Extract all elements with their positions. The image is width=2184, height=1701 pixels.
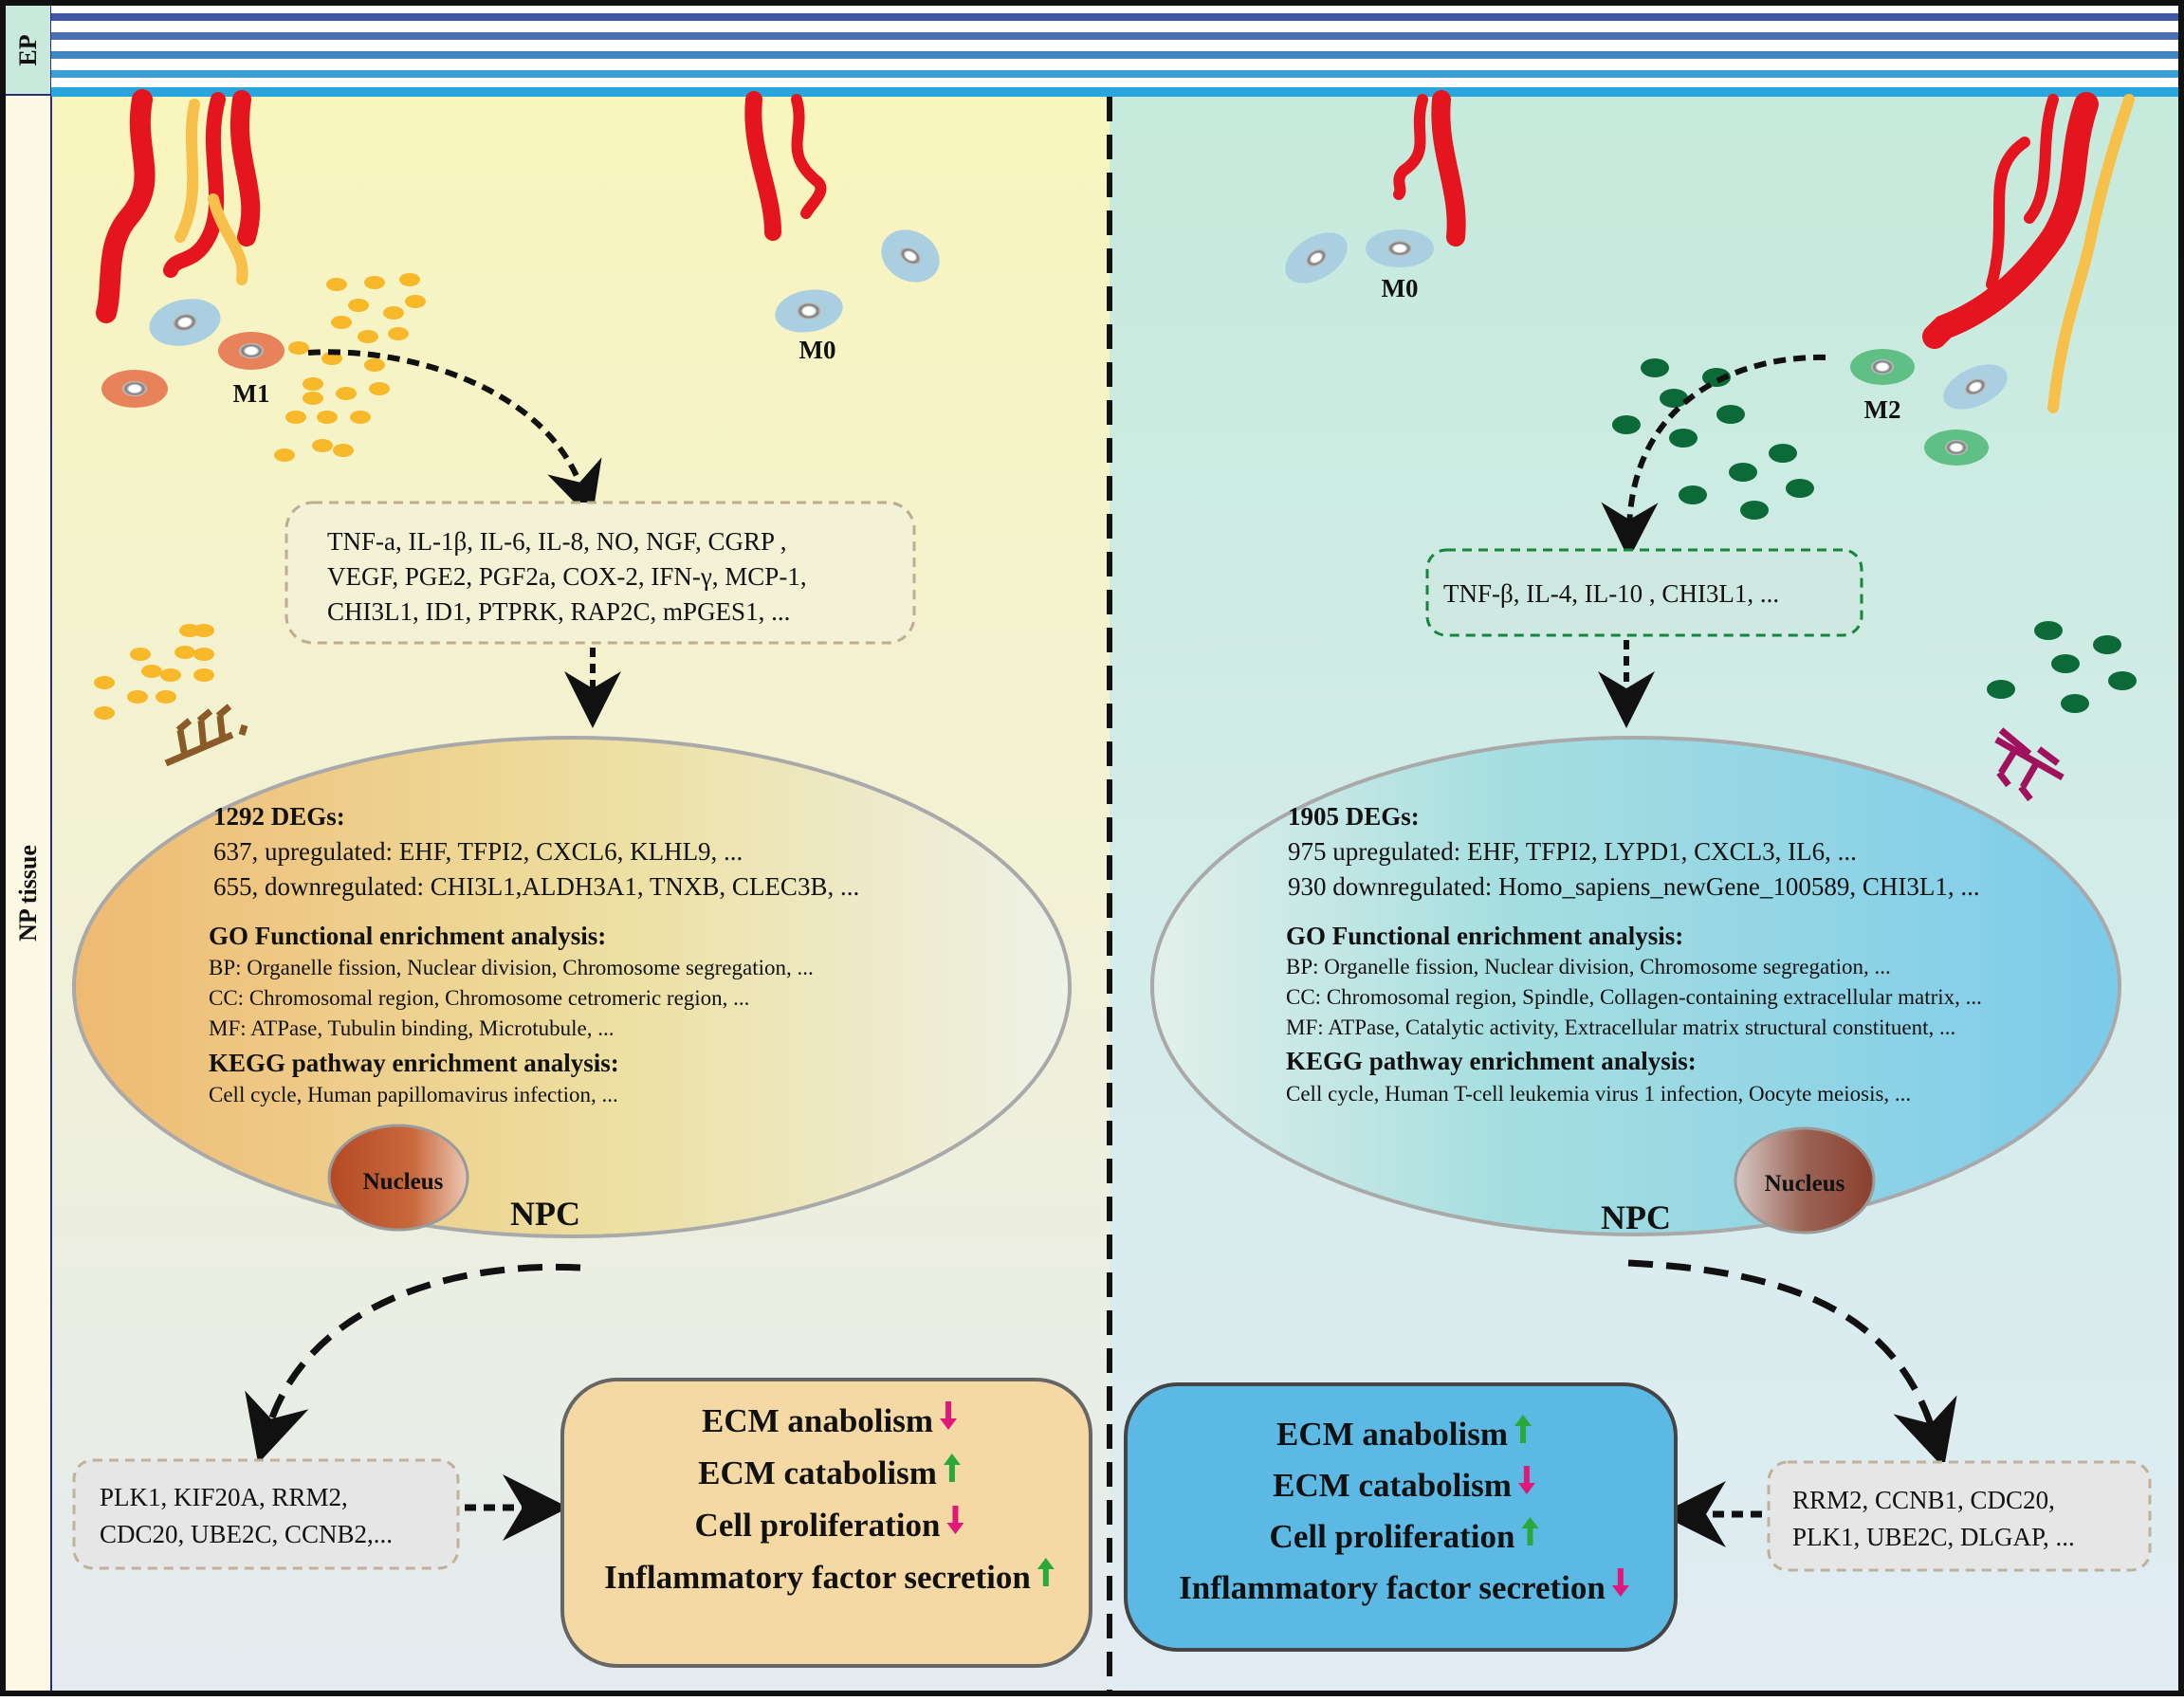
left-go-title: GO Functional enrichment analysis: xyxy=(209,922,606,950)
left-go-bp: BP: Organelle fission, Nuclear division,… xyxy=(209,956,814,979)
arrow-down-icon xyxy=(1611,1568,1629,1597)
arrow-up-icon xyxy=(943,1454,961,1482)
right-receptor xyxy=(1994,727,2065,802)
arrow-up-icon xyxy=(1037,1558,1055,1586)
left-m0-cell-2 xyxy=(775,289,843,333)
right-npc-cell xyxy=(1150,736,2121,1236)
arrow-down-icon xyxy=(946,1506,964,1534)
right-kegg-text: Cell cycle, Human T-cell leukemia virus … xyxy=(1286,1082,1911,1106)
right-outcome-text: Cell proliferation xyxy=(1270,1518,1515,1555)
arrow-up-icon xyxy=(1521,1517,1539,1546)
left-degs-title: 1292 DEGs: xyxy=(213,802,345,831)
left-nucleus xyxy=(327,1124,469,1232)
right-cell-to-genes-arrow xyxy=(1627,1259,1957,1469)
left-m1-cell-1 xyxy=(218,332,284,370)
right-factor-line-1: TNF-β, IL-4, IL-10 , CHI3L1, ... xyxy=(1443,579,1779,608)
arrow-down-icon xyxy=(940,1401,958,1430)
right-go-bp: BP: Organelle fission, Nuclear division,… xyxy=(1286,955,1891,979)
left-factor-box xyxy=(284,501,916,645)
np-tissue-label: NP tissue xyxy=(14,845,42,942)
left-factor-line-3: CHI3L1, ID1, PTPRK, RAP2C, mPGES1, ... xyxy=(327,597,790,626)
right-m0-label: M0 xyxy=(1382,274,1419,302)
right-gene-line-1: RRM2, CCNB1, CDC20, xyxy=(1792,1486,2055,1514)
left-npc-cell xyxy=(72,736,1072,1238)
left-factor-line-1: TNF-a, IL-1β, IL-6, IL-8, NO, NGF, CGRP … xyxy=(327,527,787,556)
left-npc-label: NPC xyxy=(510,1195,580,1233)
left-outcome-text: Cell proliferation xyxy=(695,1507,941,1544)
arrow-down-icon xyxy=(1517,1466,1535,1494)
right-degs-down: 930 downregulated: Homo_sapiens_newGene_… xyxy=(1288,872,1980,901)
m1-to-factors-arrow xyxy=(307,349,602,521)
right-m0-cell-1 xyxy=(1285,232,1348,284)
right-m2-cell-1 xyxy=(1850,349,1915,385)
m2-to-factors-arrow xyxy=(1601,354,1826,559)
left-m0-cell-1 xyxy=(149,299,221,346)
right-factor-box xyxy=(1425,548,1863,637)
right-kegg-title: KEGG pathway enrichment analysis: xyxy=(1286,1047,1697,1075)
left-go-cc: CC: Chromosomal region, Chromosome cetro… xyxy=(209,986,749,1010)
right-go-mf: MF: ATPase, Catalytic activity, Extracel… xyxy=(1286,1015,1955,1039)
left-m0-label: M0 xyxy=(799,336,836,364)
left-receptor xyxy=(164,704,248,767)
left-cytokine-particles xyxy=(94,273,426,720)
right-cytokine-particles xyxy=(1612,358,2137,713)
right-go-cc: CC: Chromosomal region, Spindle, Collage… xyxy=(1286,985,1982,1009)
right-degs-up: 975 upregulated: EHF, TFPI2, LYPD1, CXCL… xyxy=(1288,837,1857,866)
left-gene-box xyxy=(72,1458,460,1570)
right-go-title: GO Functional enrichment analysis: xyxy=(1286,922,1683,950)
left-cell-to-genes-arrow xyxy=(245,1263,581,1464)
ep-label: EP xyxy=(14,34,42,65)
left-kegg-title: KEGG pathway enrichment analysis: xyxy=(209,1049,619,1077)
endplate-layer xyxy=(51,6,2178,97)
np-label-box xyxy=(6,95,51,1691)
left-outcome-text: ECM anabolism xyxy=(702,1402,933,1439)
m2-label: M2 xyxy=(1864,395,1901,424)
left-kegg-text: Cell cycle, Human papillomavirus infecti… xyxy=(209,1083,618,1107)
right-gene-line-2: PLK1, UBE2C, DLGAP, ... xyxy=(1792,1523,2075,1551)
right-nucleus xyxy=(1734,1126,1876,1235)
left-factor-line-2: VEGF, PGE2, PGF2a, COX-2, IFN-γ, MCP-1, xyxy=(327,562,807,591)
right-npc-label: NPC xyxy=(1601,1198,1671,1236)
right-outcome-box xyxy=(1124,1382,1678,1652)
left-outcome-text: ECM catabolism xyxy=(698,1454,937,1491)
right-degs-title: 1905 DEGs: xyxy=(1288,802,1420,831)
right-m2-cell-2 xyxy=(1924,430,1989,466)
left-go-mf: MF: ATPase, Tubulin binding, Microtubule… xyxy=(209,1016,614,1040)
left-m0-cell-3 xyxy=(881,229,940,283)
left-gene-line-1: PLK1, KIF20A, RRM2, xyxy=(100,1483,348,1511)
ep-label-box xyxy=(6,6,51,95)
left-gene-line-2: CDC20, UBE2C, CCNB2,... xyxy=(100,1520,393,1548)
right-outcome-text: Inflammatory factor secretion xyxy=(1179,1569,1606,1606)
right-gene-box xyxy=(1767,1460,2152,1572)
right-nucleus-label: Nucleus xyxy=(1765,1171,1845,1197)
m1-label: M1 xyxy=(233,379,270,408)
left-outcome-box xyxy=(560,1378,1092,1668)
left-m1-cell-2 xyxy=(101,370,168,408)
right-blood-vessels xyxy=(1393,90,2135,413)
right-m0-cell-2 xyxy=(1366,229,1434,267)
right-m0-cell-3 xyxy=(1943,364,2008,410)
left-outcome-text: Inflammatory factor secretion xyxy=(604,1559,1031,1596)
arrow-up-icon xyxy=(1514,1415,1532,1443)
left-nucleus-label: Nucleus xyxy=(363,1169,444,1195)
left-blood-vessels xyxy=(96,89,827,323)
right-outcome-text: ECM anabolism xyxy=(1276,1416,1508,1453)
left-degs-up: 637, upregulated: EHF, TFPI2, CXCL6, KLH… xyxy=(213,837,743,866)
left-degs-down: 655, downregulated: CHI3L1,ALDH3A1, TNXB… xyxy=(213,872,859,901)
right-outcome-text: ECM catabolism xyxy=(1273,1467,1512,1504)
